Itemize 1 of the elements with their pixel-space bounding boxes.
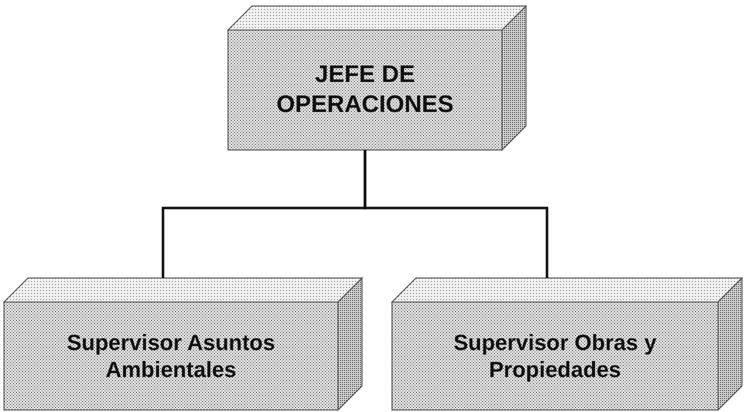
connector-line bbox=[364, 150, 548, 278]
